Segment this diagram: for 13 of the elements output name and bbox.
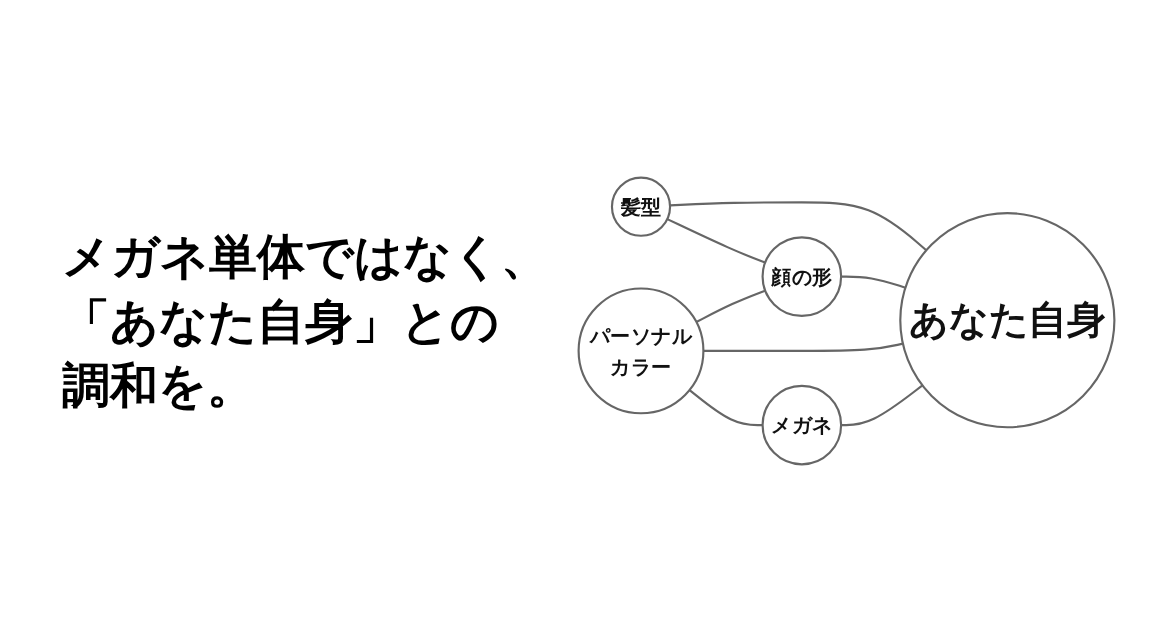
connector-line — [666, 218, 766, 264]
connector-line — [841, 275, 906, 289]
connector-line — [669, 201, 927, 252]
circle-node: メガネ — [761, 384, 843, 466]
connector-line — [703, 342, 904, 352]
circle-node: 髪型 — [610, 176, 672, 237]
connector-line — [688, 389, 763, 427]
circle-node: 顔の形 — [761, 236, 843, 317]
circle-node: あなた自身 — [899, 212, 1116, 429]
connector-line — [695, 289, 766, 323]
slide-title: メガネ単体ではなく、「あなた自身」との調和を。 — [62, 226, 550, 416]
circle-node: パーソナルカラー — [577, 287, 705, 415]
connector-line — [841, 384, 924, 427]
